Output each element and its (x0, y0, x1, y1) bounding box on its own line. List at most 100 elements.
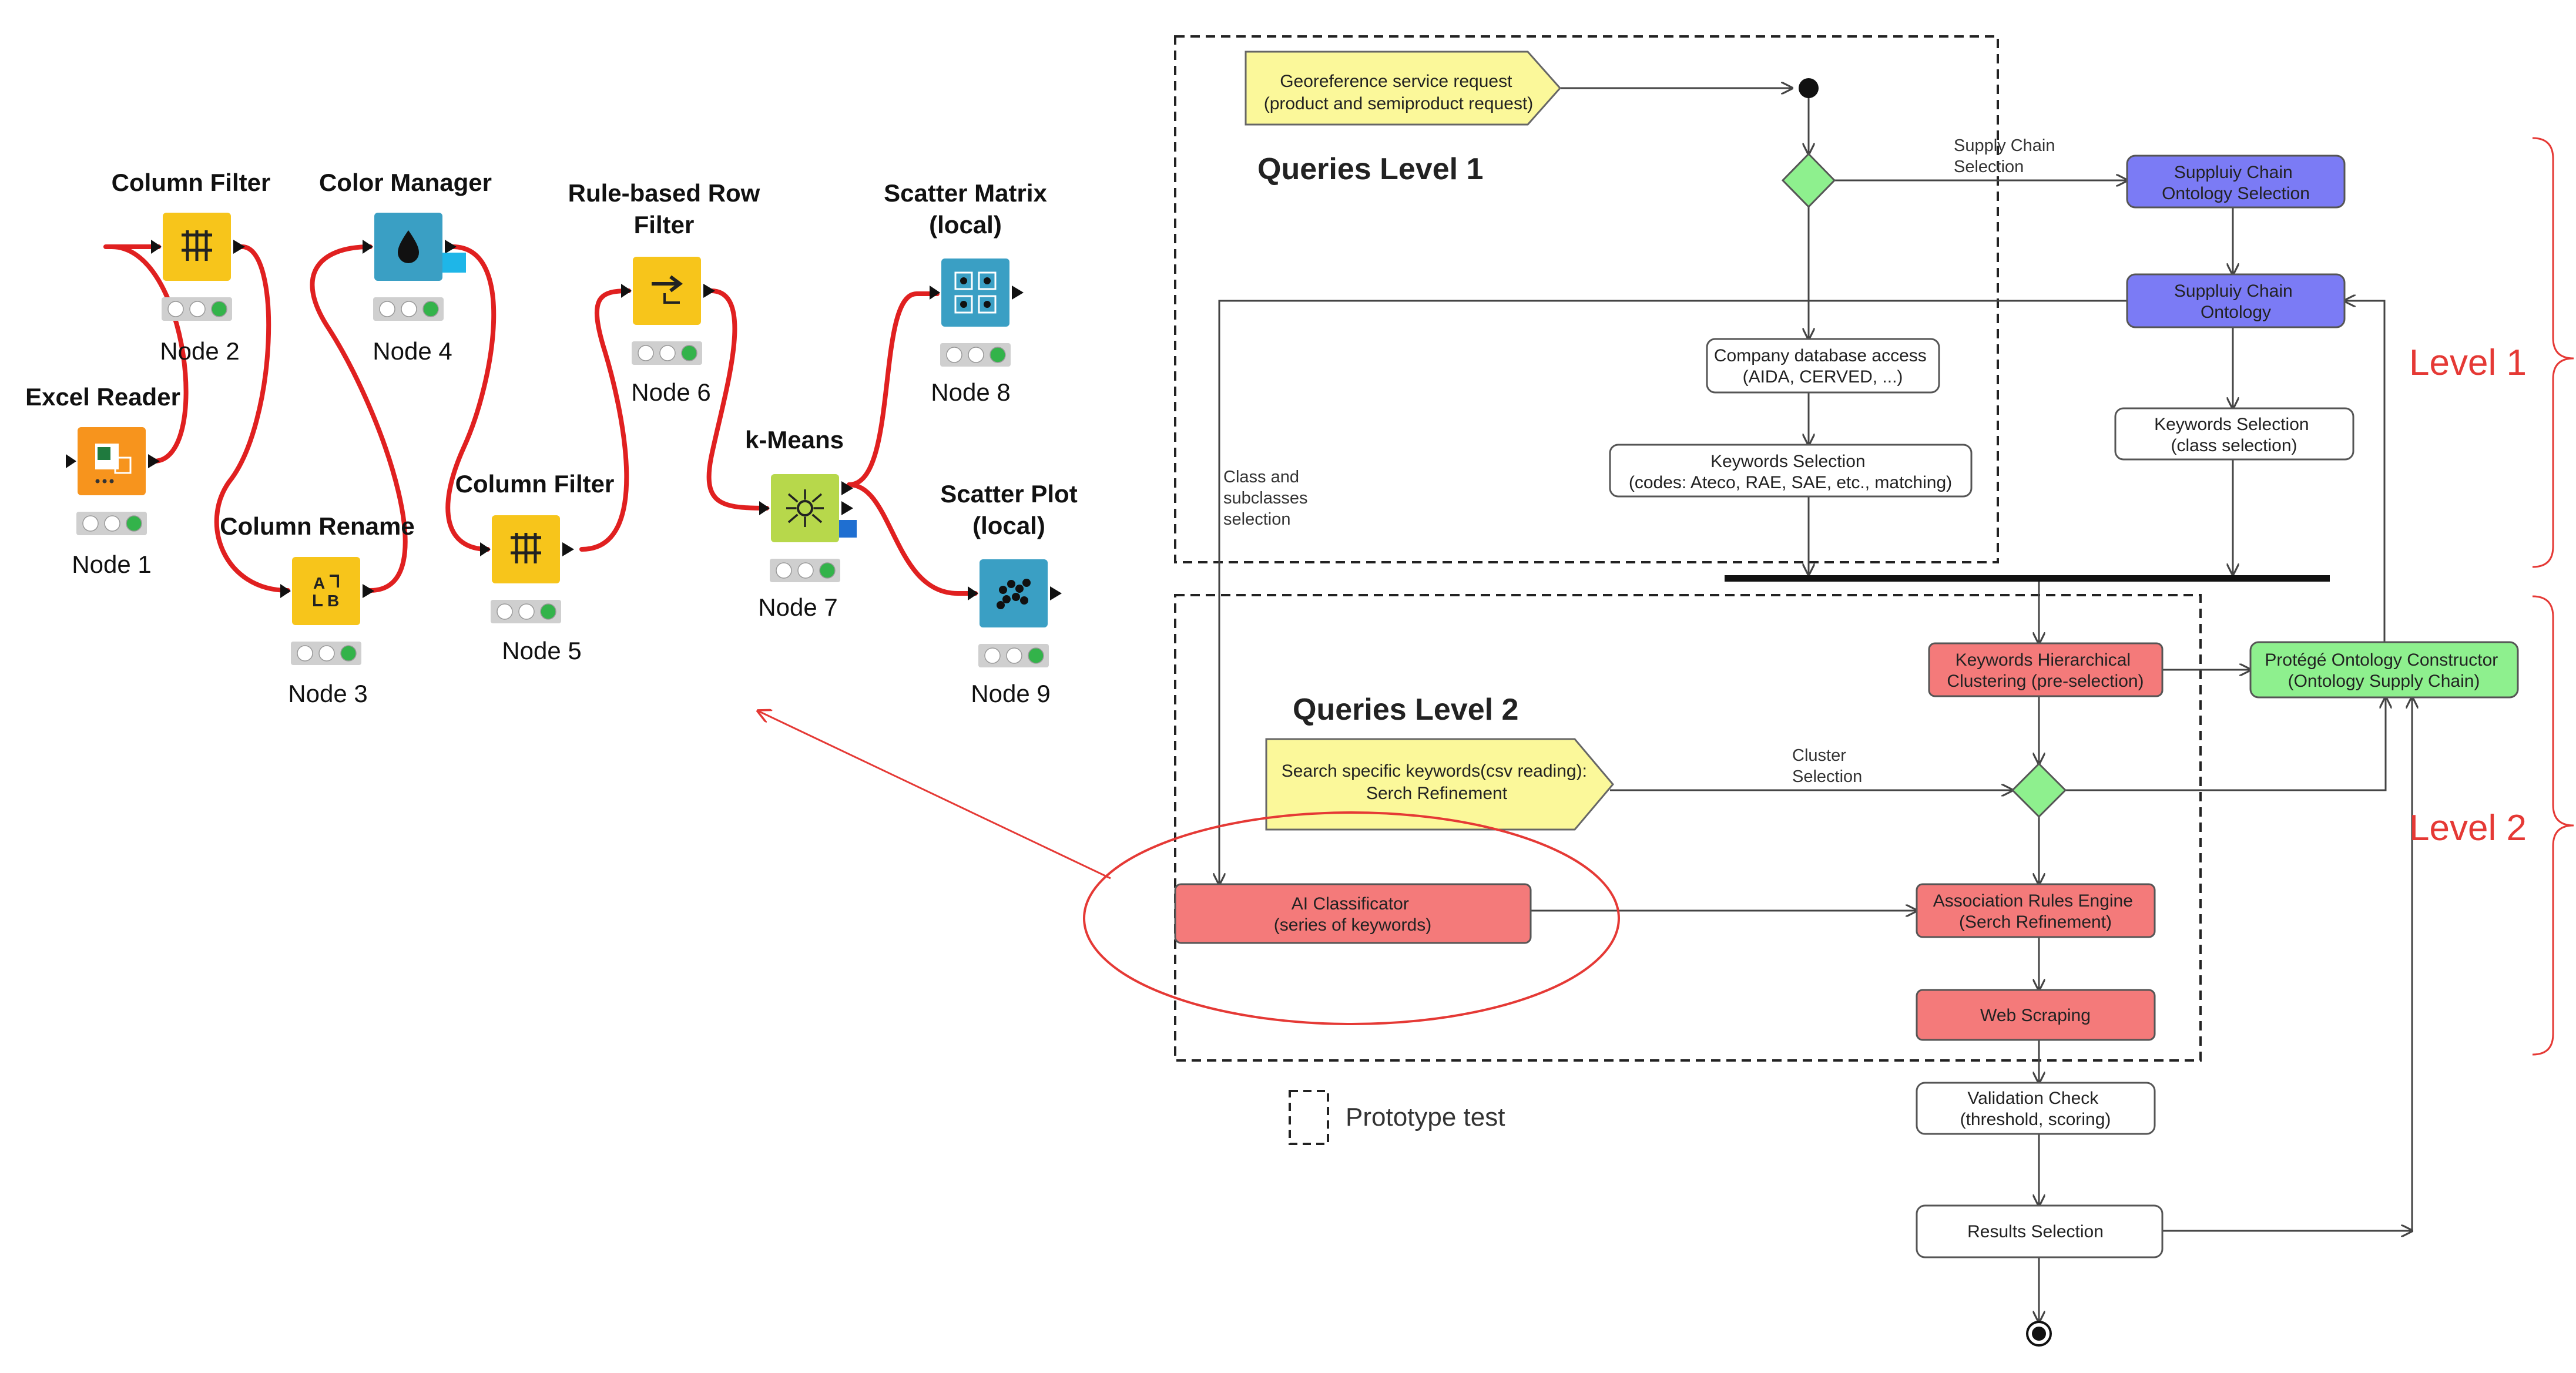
node-id-label: Node 9 (971, 680, 1050, 707)
cluster-ray (787, 513, 799, 523)
keywords-codes-line-1: Keywords Selection (1710, 452, 1865, 471)
decision-cluster (2011, 762, 2067, 818)
class-subclasses-line-1: Class and (1223, 468, 1299, 486)
status-light-off (167, 301, 184, 317)
input-port[interactable] (480, 542, 491, 556)
output-port[interactable] (363, 584, 374, 598)
class-subclasses-line-3: selection (1223, 510, 1290, 529)
protege-constructor-text: Protégé Ontology Constructor (Ontology S… (2265, 650, 2503, 691)
legend-prototype-text: Prototype test (1346, 1103, 1505, 1132)
keywords-codes-line-2: (codes: Ateco, RAE, SAE, etc., matching) (1629, 473, 1952, 492)
validation-line-1: Validation Check (1967, 1089, 2099, 1108)
output-port[interactable] (562, 542, 574, 556)
k-means-icon (786, 489, 857, 538)
node-title-line: Filter (634, 211, 695, 239)
status-light-off (659, 345, 676, 361)
input-port[interactable] (968, 586, 978, 600)
ai-classificator-line-2: (series of keywords) (1274, 915, 1431, 935)
input-port[interactable] (930, 286, 940, 300)
output-port[interactable] (841, 501, 853, 515)
node-title: Column Filter (455, 470, 615, 498)
protege-constructor-box (2249, 641, 2519, 699)
node-title-line: Color Manager (319, 169, 492, 196)
matrix-dot (960, 277, 967, 284)
class-subclasses-line-2: subclasses (1223, 489, 1307, 508)
node-body[interactable] (633, 257, 701, 325)
ai-classificator-box (1174, 883, 1532, 944)
input-port[interactable] (363, 240, 373, 254)
status-light-green (126, 515, 142, 532)
node-title: Scatter Matrix(local) (884, 179, 1047, 239)
output-port[interactable] (1012, 286, 1024, 300)
status-light-green (211, 301, 227, 317)
georeference-request-text: Georeference service request (product an… (1264, 72, 1534, 113)
search-keywords-text: Search specific keywords(csv reading): S… (1282, 761, 1592, 803)
model-port-square (839, 520, 857, 538)
node-body[interactable] (980, 559, 1048, 627)
matrix-dot (984, 277, 991, 284)
company-db-text: Company database access (AIDA, CERVED, .… (1714, 346, 1931, 387)
scatter-matrix-icon (954, 271, 997, 314)
excel-x-tile (98, 447, 110, 460)
supply-chain-ontology-box (2126, 273, 2346, 328)
keywords-selection-codes-box (1609, 444, 1973, 498)
ai-classificator-text: AI Classificator (series of keywords) (1274, 894, 1431, 935)
output-port[interactable] (233, 240, 245, 254)
keywords-selection-codes-text: Keywords Selection (codes: Ateco, RAE, S… (1629, 452, 1952, 492)
sync-bar (1725, 575, 2330, 582)
node-id-label: Node 1 (72, 550, 151, 578)
supply-chain-ontology-line-1: Suppluiy Chain (2174, 281, 2293, 301)
level-1-bracket (2532, 137, 2574, 568)
scatter-dot (997, 601, 1005, 609)
status-light-off (946, 347, 962, 363)
node-body[interactable] (771, 474, 839, 542)
input-port[interactable] (280, 584, 291, 598)
droplet-shape (398, 230, 419, 263)
status-light-green (422, 301, 439, 317)
status-light-off (984, 647, 1001, 664)
keywords-selection-class-text: Keywords Selection (class selection) (2154, 415, 2314, 455)
rename-arrows (313, 575, 339, 606)
output-port[interactable] (148, 454, 160, 468)
filter-lines (511, 533, 541, 563)
status-light-off (104, 515, 120, 532)
input-port[interactable] (621, 284, 632, 298)
scatter-dot (1020, 596, 1028, 605)
workflow-node[interactable]: Scatter Plot(local)Node 9 (940, 480, 1077, 707)
input-port[interactable] (759, 501, 770, 515)
node-body[interactable] (292, 557, 360, 625)
output-port[interactable] (1050, 586, 1062, 600)
status-light-off (638, 345, 654, 361)
results-selection-box (1916, 1204, 2164, 1258)
node-title-line: k-Means (745, 426, 844, 454)
color-port-square (442, 253, 466, 273)
input-port[interactable] (151, 240, 162, 254)
association-rules-box (1916, 883, 2156, 938)
search-keywords-line-1: Search specific keywords(csv reading): (1282, 761, 1587, 781)
output-port[interactable] (703, 284, 715, 298)
georeference-line-1: Georeference service request (1280, 72, 1512, 91)
output-port[interactable] (445, 240, 457, 254)
rename-b-glyph: B (327, 592, 339, 610)
supply-chain-ontology-line-2: Ontology (2201, 303, 2271, 322)
node-title-line: (local) (972, 512, 1045, 539)
web-scraping-text: Web Scraping (1980, 1006, 2091, 1025)
column-filter-icon (182, 230, 212, 261)
excel-dot (102, 479, 107, 484)
legend-dashed-box (1289, 1090, 1329, 1145)
output-port[interactable] (841, 481, 853, 495)
input-port[interactable] (66, 454, 76, 468)
node-body[interactable] (941, 259, 1009, 327)
status-light-off (518, 603, 535, 620)
workflow-node[interactable]: Scatter Matrix(local)Node 8 (884, 179, 1047, 406)
company-db-line-1: Company database access (1714, 346, 1927, 365)
node-id-label: Node 6 (631, 378, 710, 406)
